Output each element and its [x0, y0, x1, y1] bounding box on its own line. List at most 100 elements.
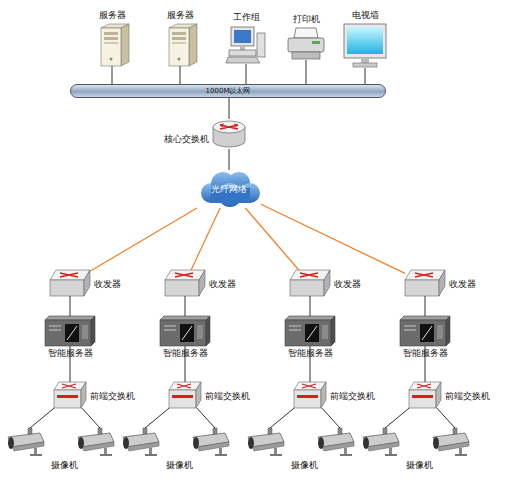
label-group: 收发器	[209, 279, 236, 290]
label-group: 收发器	[94, 279, 121, 290]
transceiver-node: 收发器	[405, 270, 445, 296]
device-label: 前端交换机	[205, 391, 250, 402]
front-switch-node: 前端交换机	[294, 382, 326, 408]
core-switch-icon	[213, 121, 245, 147]
camera-icon	[193, 428, 229, 456]
smart-server-node: 智能服务器	[160, 316, 210, 346]
workstation-icon	[226, 27, 265, 63]
front-switch-node: 前端交换机	[169, 382, 201, 408]
tv-wall-icon	[344, 24, 386, 67]
device-label: 1000M以太网	[206, 87, 251, 95]
network-cable	[30, 408, 100, 428]
device-label: 核心交换机	[164, 134, 209, 145]
smart-server-icon	[400, 316, 450, 346]
printer-icon	[288, 28, 324, 59]
label-group: 核心交换机	[164, 134, 209, 145]
transceiver-node: 收发器	[165, 270, 205, 296]
label-group: 电视墙	[352, 10, 379, 21]
smart-server-node: 智能服务器	[285, 316, 335, 346]
device-label: 服务器	[167, 10, 194, 21]
front-switch-icon	[294, 382, 326, 408]
fiber-link	[261, 204, 405, 273]
network-cable	[70, 296, 71, 316]
fiber-cloud: 光纤网络	[197, 170, 261, 208]
camera-group: 摄像机	[123, 428, 235, 458]
label-group: 智能服务器	[403, 348, 448, 359]
device-label: 电视墙	[352, 10, 379, 21]
tv-wall-node: 电视墙	[344, 24, 386, 68]
front-switch-icon	[169, 382, 201, 408]
label-group: 收发器	[334, 279, 361, 290]
transceiver-icon	[290, 270, 330, 296]
label-group: 前端交换机	[445, 391, 490, 402]
device-label: 收发器	[449, 279, 476, 290]
camera-group: 摄像机	[363, 428, 475, 458]
front-switch-node: 前端交换机	[54, 382, 86, 408]
camera-icon	[8, 428, 44, 456]
server-node: 服务器	[163, 24, 197, 66]
label-group: 智能服务器	[288, 348, 333, 359]
smart-server-node: 智能服务器	[45, 316, 95, 346]
camera-icon	[318, 428, 354, 456]
network-cable	[145, 408, 215, 428]
camera-icon	[78, 428, 114, 456]
device-label: 服务器	[99, 10, 126, 21]
device-label: 前端交换机	[330, 391, 375, 402]
network-cable	[425, 296, 426, 316]
device-label: 摄像机	[406, 460, 433, 471]
label-group: 摄像机	[291, 460, 318, 471]
fiber-link	[90, 208, 197, 271]
ethernet-bus: 1000M以太网	[70, 84, 386, 98]
network-cable	[229, 98, 230, 119]
cloud-icon	[201, 172, 260, 207]
device-label: 前端交换机	[90, 391, 135, 402]
network-cable	[112, 66, 113, 84]
label-group: 光纤网络	[197, 170, 261, 208]
smart-server-icon	[160, 316, 210, 346]
label-group: 服务器	[99, 10, 126, 21]
label-group: 前端交换机	[330, 391, 375, 402]
transceiver-node: 收发器	[50, 270, 90, 296]
camera-group: 摄像机	[8, 428, 120, 458]
camera-group: 摄像机	[248, 428, 360, 458]
server-node: 服务器	[95, 24, 129, 66]
camera-icon	[123, 428, 159, 456]
network-cable	[306, 60, 307, 84]
device-label: 打印机	[293, 14, 320, 25]
smart-server-node: 智能服务器	[400, 316, 450, 346]
printer-node: 打印机	[286, 28, 326, 60]
network-cable	[270, 408, 340, 428]
label-group: 服务器	[167, 10, 194, 21]
label-group: 工作组	[233, 12, 260, 23]
device-label: 智能服务器	[288, 348, 333, 359]
front-switch-icon	[54, 382, 86, 408]
label-group: 智能服务器	[163, 348, 208, 359]
front-switch-icon	[409, 382, 441, 408]
transceiver-icon	[165, 270, 205, 296]
device-label: 智能服务器	[48, 348, 93, 359]
label-group: 前端交换机	[205, 391, 250, 402]
fiber-link	[191, 208, 220, 270]
device-label: 智能服务器	[163, 348, 208, 359]
label-group: 智能服务器	[48, 348, 93, 359]
label-group: 收发器	[449, 279, 476, 290]
device-label: 摄像机	[291, 460, 318, 471]
core-switch-node: 核心交换机	[212, 119, 246, 149]
camera-icon	[363, 428, 399, 456]
smart-server-icon	[285, 316, 335, 346]
device-label: 前端交换机	[445, 391, 490, 402]
network-cable	[229, 149, 230, 170]
device-label: 光纤网络	[211, 184, 247, 195]
device-label: 智能服务器	[403, 348, 448, 359]
server-icon	[101, 24, 129, 66]
network-cable	[246, 64, 247, 84]
fiber-link	[245, 208, 298, 270]
camera-icon	[248, 428, 284, 456]
smart-server-icon	[45, 316, 95, 346]
transceiver-icon	[50, 270, 90, 296]
label-group: 摄像机	[406, 460, 433, 471]
device-label: 收发器	[94, 279, 121, 290]
workstation-node: 工作组	[226, 26, 266, 64]
